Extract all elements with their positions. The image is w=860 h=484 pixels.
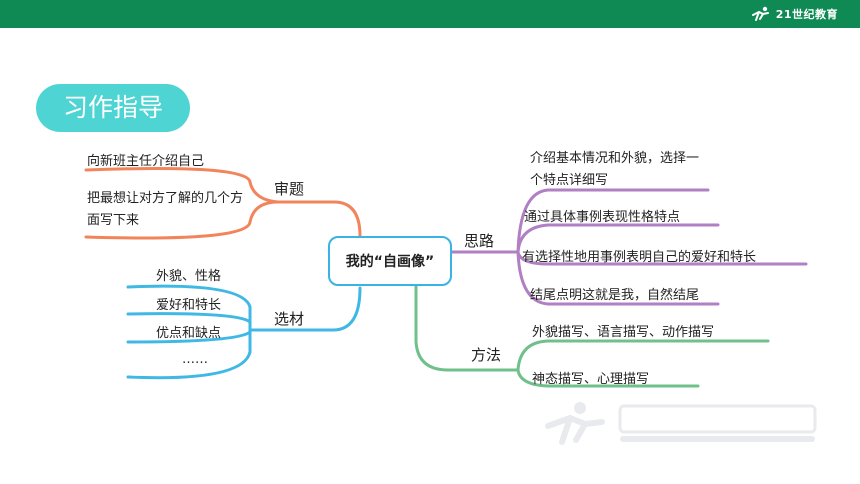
section-title: 习作指导 (36, 84, 190, 132)
brand-logo: 21世纪教育 (750, 5, 838, 23)
silu-item: 介绍基本情况和外貌，选择一个特点详细写 (530, 151, 700, 188)
xuancai-item: …… (182, 352, 208, 367)
branch-xuancai: 选材 (274, 310, 305, 328)
fangfa-item: 外貌描写、语言描写、动作描写 (532, 325, 715, 340)
watermark-logo (545, 402, 817, 445)
silu-lines (450, 188, 808, 306)
fangfa-lines (414, 284, 770, 388)
runner-icon (751, 6, 769, 21)
shenti-item: 把最想让对方了解的几个方面写下来 (87, 191, 244, 228)
center-node: 我的“自画像” (328, 236, 452, 286)
shenti-lines (84, 167, 362, 240)
xuancai-item: 爱好和特长 (156, 298, 222, 313)
silu-item: 通过具体事例表现性格特点 (524, 210, 681, 225)
silu-item: 有选择性地用事例表明自己的爱好和特长 (522, 250, 757, 265)
top-bar: 21世纪教育 (0, 0, 860, 28)
xuancai-item: 外貌、性格 (156, 269, 222, 284)
mind-map-connectors (84, 167, 808, 388)
silu-item: 结尾点明这就是我，自然结尾 (530, 288, 700, 303)
xuancai-item: 优点和缺点 (156, 326, 222, 341)
branch-shenti: 审题 (274, 180, 305, 198)
brand-text: 21世纪教育 (775, 8, 838, 21)
mind-map: 我的“自画像” 审题 选材 思路 方法 向新班主任介绍自己 把最想让对方了解的几… (78, 142, 813, 392)
fangfa-item: 神态描写、心理描写 (532, 372, 650, 387)
xuancai-lines (126, 284, 362, 380)
branch-fangfa: 方法 (471, 346, 502, 364)
branch-silu: 思路 (464, 232, 495, 250)
shenti-item: 向新班主任介绍自己 (87, 154, 205, 169)
